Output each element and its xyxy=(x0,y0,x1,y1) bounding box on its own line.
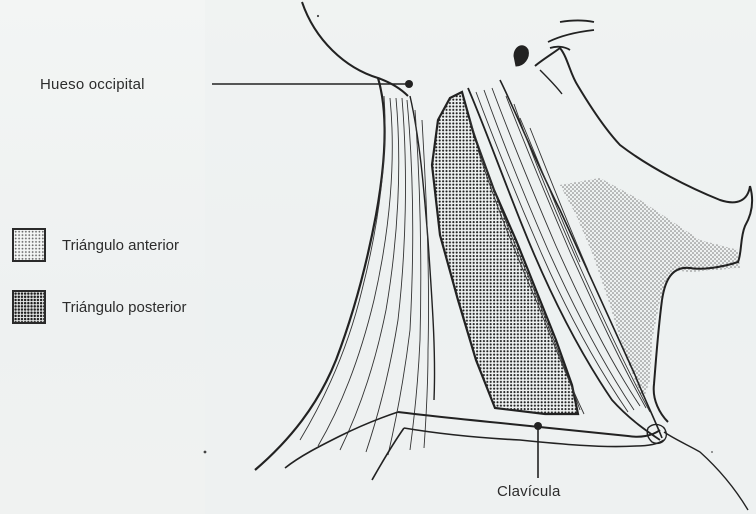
posterior-swatch xyxy=(12,290,46,324)
shoulder-line xyxy=(285,412,404,480)
legend-posterior: Triángulo posterior xyxy=(12,290,187,324)
posterior-triangle-region xyxy=(432,92,578,414)
anterior-swatch xyxy=(12,228,46,262)
occipital-pointer xyxy=(212,80,413,88)
trapezius-fibers xyxy=(300,96,429,455)
clavicle-pointer xyxy=(534,422,542,478)
scan-speck xyxy=(711,451,713,453)
ear-shape xyxy=(514,46,528,66)
legend-anterior: Triángulo anterior xyxy=(12,228,179,262)
trapezius-inner-edge xyxy=(410,96,435,400)
anterior-triangle-label: Triángulo anterior xyxy=(62,237,179,254)
clavicle-label: Clavícula xyxy=(497,483,561,500)
posterior-neck-edge xyxy=(255,78,385,470)
mandible-mark xyxy=(540,70,562,94)
occipital-bone-label: Hueso occipital xyxy=(40,76,145,93)
clavicle-lower xyxy=(404,428,664,447)
face-contour xyxy=(548,21,594,51)
scan-speck xyxy=(204,451,207,454)
scan-speck xyxy=(317,15,319,17)
jaw-outline xyxy=(535,48,750,202)
posterior-triangle-label: Triángulo posterior xyxy=(62,299,187,316)
